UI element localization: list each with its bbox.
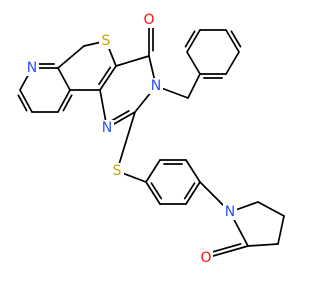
atom-label-layer: N N N N S S O O	[25, 12, 237, 266]
bond-37	[277, 215, 285, 245]
bond-10	[99, 65, 117, 91]
bond-22-double	[230, 30, 242, 48]
bond-4-double	[62, 94, 73, 112]
atom-label-background	[149, 78, 163, 94]
atom-label-background	[25, 60, 39, 76]
bond-28	[145, 159, 161, 183]
atom-label-background	[223, 204, 237, 220]
bond-layer	[17, 19, 285, 259]
atom-label-n-benzyl: N	[151, 78, 161, 94]
bond-25	[186, 51, 201, 75]
bond-2-double	[17, 94, 28, 112]
atom-label-o-lactam: O	[200, 250, 211, 266]
atom-label-background	[100, 120, 114, 136]
bond-10-double	[98, 66, 112, 86]
atom-label-n-pyrrolidinone: N	[225, 204, 235, 220]
atom-label-o-carbonyl: O	[143, 12, 154, 28]
bond-7	[57, 45, 85, 69]
bond-21	[225, 51, 240, 75]
bond-2	[19, 89, 33, 113]
bond-33-double	[150, 182, 163, 200]
molecule-structure: N N N N S S O O	[17, 12, 285, 266]
bond-36	[257, 201, 285, 217]
atom-label-n-pyrimidine-ring: N	[102, 120, 112, 136]
bond-24-double	[184, 30, 196, 48]
atom-label-background	[199, 250, 213, 266]
bond-33	[145, 181, 161, 205]
atom-label-s-thioether: S	[113, 163, 122, 179]
bond-4	[57, 89, 71, 113]
bond-31	[185, 181, 201, 205]
bond-30	[185, 159, 201, 183]
atom-label-background	[99, 33, 113, 49]
bond-31-double	[183, 182, 196, 200]
bond-22	[225, 29, 240, 53]
bond-5	[57, 67, 71, 91]
atom-label-background	[142, 12, 156, 28]
bond-24	[186, 29, 201, 53]
bond-12	[115, 55, 150, 67]
bond-38	[247, 243, 279, 247]
bond-40-double	[210, 243, 242, 254]
atom-label-background	[110, 163, 124, 179]
bond-26	[116, 111, 136, 172]
atom-label-s-thiophene: S	[102, 33, 111, 49]
bond-19	[187, 73, 201, 99]
atom-label-n-pyridine: N	[27, 60, 37, 76]
